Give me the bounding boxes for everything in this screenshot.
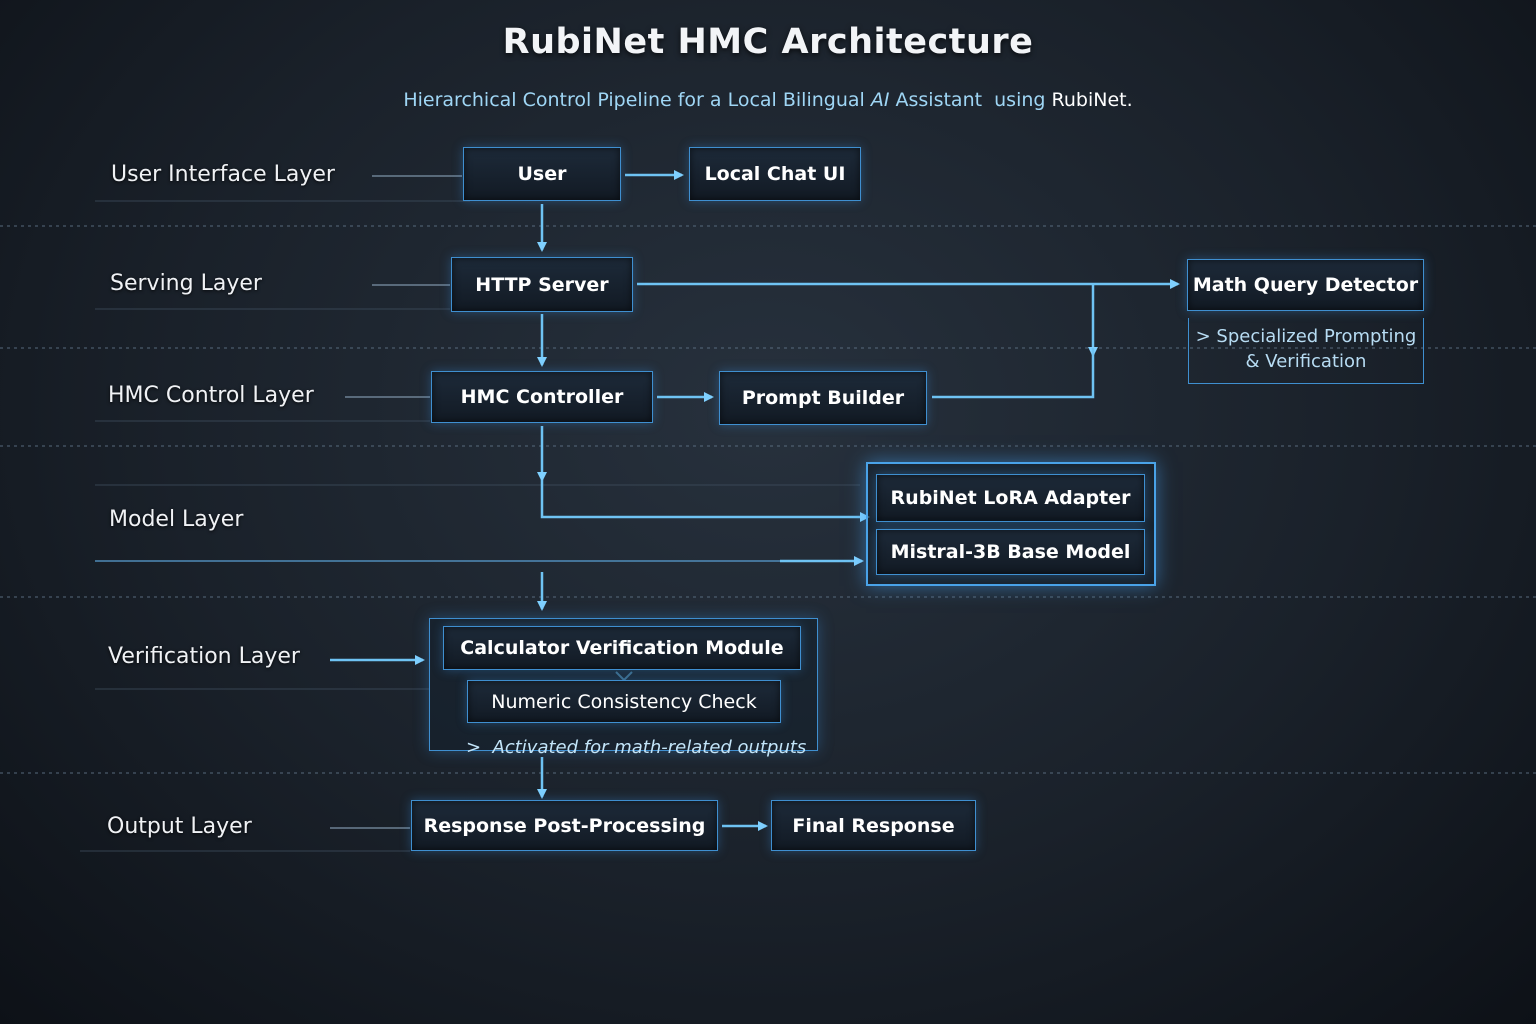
layer-label-model: Model Layer [109, 507, 244, 532]
response-post-processing-node: Response Post-Processing [411, 800, 718, 851]
subtitle-brand: RubiNet. [1051, 89, 1133, 111]
math-note-line2: & Verification [1245, 351, 1367, 372]
subtitle-prefix: Hierarchical Control Pipeline for a Loca… [403, 89, 871, 111]
flow-connectors [330, 170, 1180, 831]
layer-label-verification: Verification Layer [108, 644, 300, 669]
subtitle-ai: AI [870, 89, 890, 111]
label-rails [80, 200, 860, 852]
layer-label-serving: Serving Layer [110, 271, 262, 296]
prompt-builder-node: Prompt Builder [719, 371, 927, 425]
math-note-line1: > Specialized Prompting [1195, 326, 1417, 347]
layer-label-ui: User Interface Layer [111, 162, 335, 187]
user-node: User [463, 147, 621, 201]
calculator-verification-module-node: Calculator Verification Module [443, 626, 801, 670]
diagram-subtitle: Hierarchical Control Pipeline for a Loca… [0, 89, 1536, 111]
mistral-base-model-node: Mistral-3B Base Model [876, 529, 1145, 575]
math-detector-note: > Specialized Prompting & Verification [1188, 324, 1424, 374]
layer-label-control: HMC Control Layer [108, 383, 314, 408]
local-chat-ui-node: Local Chat UI [689, 147, 861, 201]
math-query-detector-node: Math Query Detector [1187, 259, 1424, 311]
numeric-consistency-check-node: Numeric Consistency Check [467, 680, 781, 723]
math-detector-note-frame [1188, 318, 1424, 384]
diagram-title: RubiNet HMC Architecture [502, 22, 1034, 62]
http-server-node: HTTP Server [451, 257, 633, 312]
subtitle-middle: Assistant using [889, 89, 1052, 111]
layer-label-output: Output Layer [107, 814, 252, 839]
hmc-controller-node: HMC Controller [431, 371, 653, 423]
final-response-node: Final Response [771, 800, 976, 851]
label-leaders [95, 175, 860, 829]
rubinet-lora-adapter-node: RubiNet LoRA Adapter [876, 474, 1145, 522]
verification-note: > Activated for math-related outputs [466, 737, 807, 758]
